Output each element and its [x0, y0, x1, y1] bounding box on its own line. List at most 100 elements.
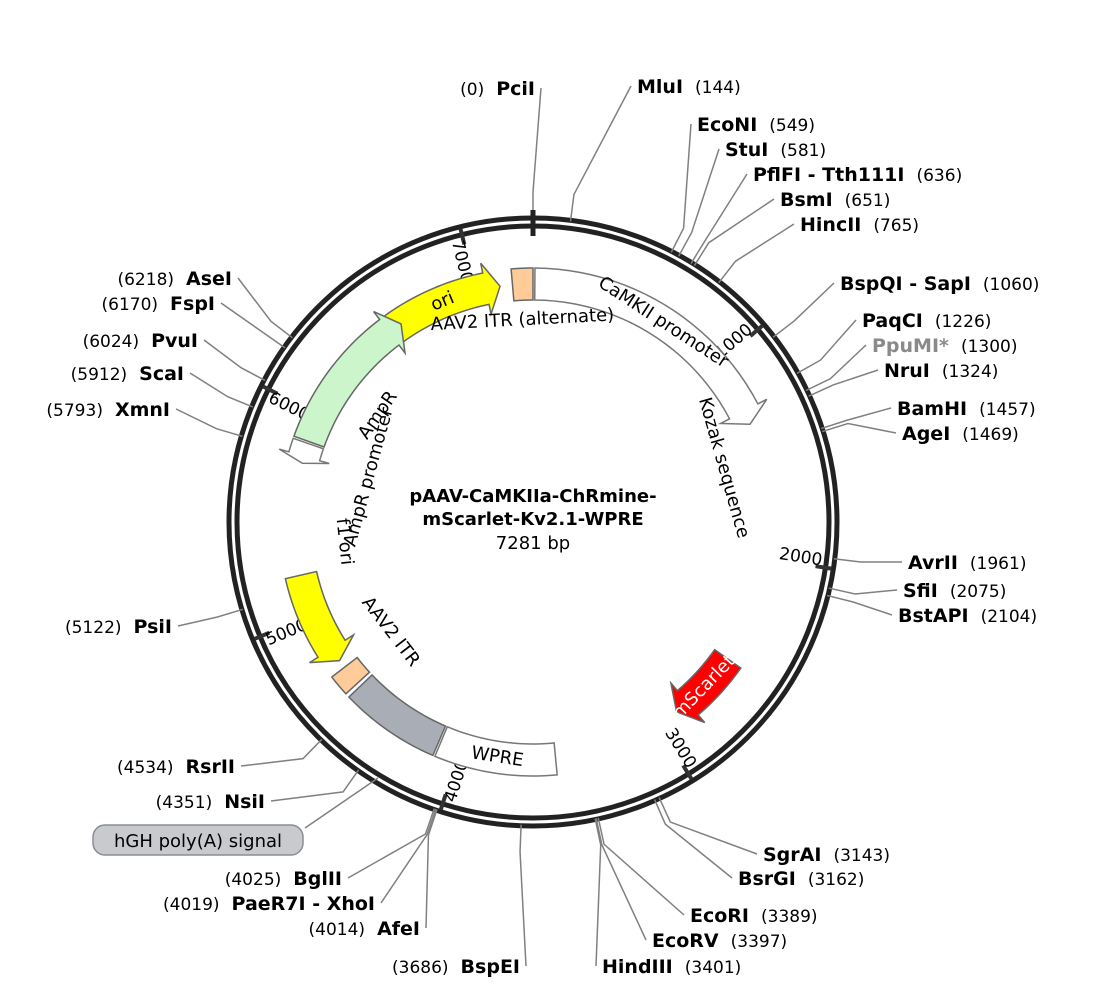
site-paqci[interactable]: PaqCI(1226)	[862, 310, 991, 332]
feature-ampr[interactable]	[292, 310, 407, 448]
site-asei[interactable]: AseI (6218)	[117, 268, 232, 290]
site-leader	[425, 809, 438, 929]
site-hindiii[interactable]: HindIII (3401)	[602, 956, 741, 978]
inner-label-itr-lab: AAV2 ITR	[357, 593, 424, 671]
site-avrii[interactable]: AvrII(1961)	[908, 552, 1026, 574]
site-leader	[203, 339, 266, 382]
site-bsrgi[interactable]: BsrGI(3162)	[738, 868, 864, 890]
site-leader	[594, 818, 602, 967]
site-name: AseI	[186, 268, 232, 290]
site-leader	[828, 587, 898, 595]
site-position: (3401)	[685, 958, 742, 978]
tick-mark	[458, 228, 467, 245]
hgh-polya-leader	[304, 777, 379, 829]
site-position: (2075)	[950, 582, 1007, 602]
site-name: HindIII	[602, 956, 673, 978]
site-leader	[175, 408, 243, 438]
site-stui[interactable]: StuI(581)	[725, 139, 826, 161]
site-leader	[796, 319, 857, 374]
feature-f1ori[interactable]	[284, 570, 356, 664]
site-name: AgeI	[902, 423, 950, 445]
tick-mark	[262, 384, 279, 396]
site-paer7i-xhoi[interactable]: PaeR7I - XhoI(4019)	[163, 893, 375, 915]
site-hincii[interactable]: HincII(765)	[800, 214, 919, 236]
site-position: (1961)	[970, 554, 1027, 574]
hgh-polya-callout[interactable]: hGH poly(A) signal	[92, 777, 379, 856]
site-bstapi[interactable]: BstAPI(2104)	[898, 605, 1037, 627]
site-position: (1300)	[961, 337, 1018, 357]
site-position: (2104)	[981, 607, 1038, 627]
site-position: (6218)	[117, 270, 174, 290]
site-rsrii[interactable]: RsrII(4534)	[117, 756, 235, 778]
site-bsmi[interactable]: BsmI(651)	[780, 189, 890, 211]
site-scai[interactable]: ScaI(5912)	[71, 363, 184, 385]
site-position: (1324)	[942, 362, 999, 382]
site-leader	[347, 808, 436, 879]
feature-ampr-prom[interactable]	[278, 437, 330, 465]
site-mlui[interactable]: MluI(144)	[637, 76, 741, 98]
site-position: (4025)	[225, 870, 282, 890]
site-agei[interactable]: AgeI (1469)	[902, 423, 1019, 445]
hgh-polya-badge	[92, 824, 304, 856]
plasmid-name-line1: pAAV-CaMKIIa-ChRmine-	[409, 486, 656, 507]
site-fspi[interactable]: FspI (6170)	[102, 293, 216, 315]
site-bspei[interactable]: BspEI (3686)	[392, 956, 520, 978]
site-leader	[718, 223, 795, 284]
site-leader	[826, 594, 893, 616]
site-name: XmnI	[115, 399, 170, 421]
site-sgrai[interactable]: SgrAI(3143)	[763, 844, 890, 866]
feature-hgh[interactable]	[347, 673, 447, 757]
site-ppumi-[interactable]: PpuMI*(1300)	[872, 335, 1018, 357]
site-leader	[597, 817, 685, 916]
site-name: SfiI	[903, 580, 938, 602]
site-position: (5912)	[71, 365, 128, 385]
site-name: PaeR7I - XhoI	[232, 893, 375, 915]
site-leader	[805, 344, 867, 392]
site-name: SgrAI	[763, 844, 821, 866]
site-leader	[658, 797, 758, 855]
site-psii[interactable]: PsiI(5122)	[65, 616, 172, 638]
plasmid-center-label: pAAV-CaMKIIa-ChRmine- mScarlet-Kv2.1-WPR…	[409, 486, 656, 554]
site-name: BamHI	[897, 398, 967, 420]
site-xmni[interactable]: XmnI (5793)	[46, 399, 170, 421]
site-position: (5122)	[65, 618, 122, 638]
site-position: (3686)	[392, 958, 449, 978]
site-leader	[690, 173, 748, 264]
site-position: (5793)	[46, 401, 103, 421]
site-leader	[595, 818, 647, 941]
site-bamhi[interactable]: BamHI(1457)	[897, 398, 1036, 420]
feature-mscarlet[interactable]	[669, 648, 742, 724]
plasmid-name-line2: mScarlet-Kv2.1-WPRE	[422, 509, 643, 530]
site-nsii[interactable]: NsiI(4351)	[156, 791, 265, 813]
site-name: EcoRI	[690, 905, 749, 927]
site-ecorv[interactable]: EcoRV(3397)	[652, 930, 787, 952]
site-leader	[670, 123, 692, 253]
site-bspqi-sapi[interactable]: BspQI - SapI(1060)	[840, 273, 1039, 295]
site-name: BspQI - SapI	[840, 273, 971, 295]
site-nrui[interactable]: NruI(1324)	[884, 360, 998, 382]
site-ecori[interactable]: EcoRI (3389)	[690, 905, 818, 927]
site-afei[interactable]: AfeI(4014)	[309, 918, 420, 940]
site-name: FspI	[170, 293, 215, 315]
site-leader	[270, 769, 360, 802]
site-name: BsmI	[780, 189, 833, 211]
site-econi[interactable]: EcoNI(549)	[697, 114, 815, 136]
feature-itr-right[interactable]	[330, 656, 371, 695]
site-position: (6170)	[102, 295, 159, 315]
feature-wpre[interactable]	[433, 725, 559, 777]
site-pflfi-tth111i[interactable]: PflFI - Tth111I(636)	[753, 164, 962, 186]
restriction-sites: PciI(0) MluI(144) EcoNI(549) StuI(581) PflFI…	[46, 76, 1039, 978]
site-leader	[532, 87, 542, 219]
site-pvui[interactable]: PvuI(6024)	[83, 330, 198, 352]
site-pcii[interactable]: PciI(0)	[460, 78, 535, 100]
feature-itr-left[interactable]	[510, 267, 534, 302]
hgh-polya-label: hGH poly(A) signal	[114, 831, 282, 852]
feature-ori[interactable]	[380, 262, 501, 345]
site-position: (1469)	[962, 425, 1019, 445]
site-sfii[interactable]: SfiI (2075)	[903, 580, 1006, 602]
site-position: (3389)	[761, 907, 818, 927]
site-bglii[interactable]: BglII(4025)	[225, 868, 342, 890]
site-name: PciI	[496, 78, 535, 100]
site-name: BspEI	[461, 956, 520, 978]
feature-camkii[interactable]	[533, 267, 768, 426]
